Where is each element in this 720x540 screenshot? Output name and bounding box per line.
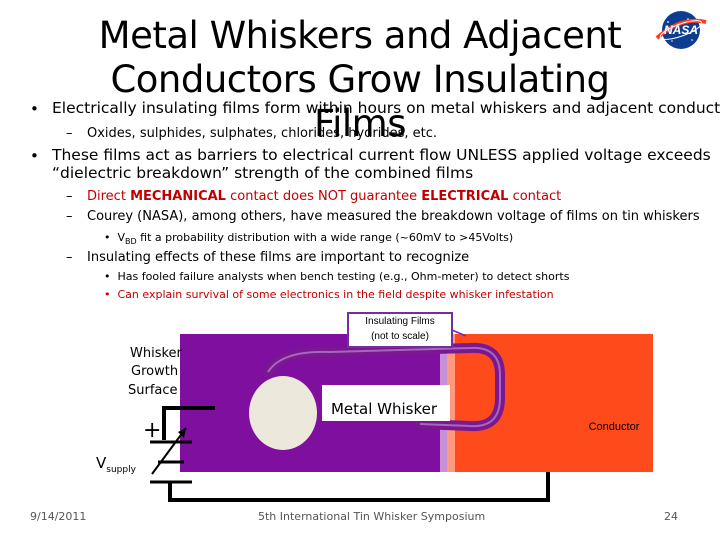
bullet-2-sub-1: Direct MECHANICAL contact does NOT guara…: [87, 189, 561, 205]
vbd-symbol: V: [117, 231, 126, 244]
electrical-emphasis: ELECTRICAL: [421, 189, 509, 204]
sub-1-text-a: Direct: [87, 189, 131, 204]
films-label-box: [347, 312, 453, 348]
growth-label-line-1: Whisker: [130, 346, 183, 361]
bullet-1: Electrically insulating films form withi…: [52, 99, 720, 117]
mechanical-emphasis: MECHANICAL: [130, 189, 226, 204]
bullet-marker: •: [104, 270, 111, 283]
bullet-marker: •: [30, 147, 39, 165]
vsupply-label: Vsupply: [96, 454, 137, 475]
bullet-marker: •: [104, 231, 111, 244]
footer-event: 5th International Tin Whisker Symposium: [258, 510, 486, 523]
wire-positive: [162, 406, 215, 440]
bullet-2-line-2: “dielectric breakdown” strength of the c…: [52, 164, 474, 182]
page-title: Metal Whiskers and Adjacent Conductors G…: [60, 14, 660, 146]
growth-label-line-3: Surface: [128, 383, 178, 398]
bullet-2-line-1: These films act as barriers to electrica…: [52, 146, 711, 164]
sub-1-text-c: contact: [508, 189, 562, 204]
conductor-block: [452, 334, 653, 472]
growth-label-line-2: Growth: [131, 364, 178, 379]
whisker-nodule: [249, 376, 317, 450]
variable-source-arrow: [151, 427, 187, 475]
wire-return: [168, 472, 550, 502]
bullet-marker: •: [104, 288, 111, 301]
footer-page-number: 24: [664, 510, 678, 523]
sub-3-item-1-text: Has fooled failure analysts when bench t…: [117, 270, 570, 283]
dash-marker: –: [66, 209, 73, 224]
bullet-1-sub-1: Oxides, sulphides, sulphates, chlorides,…: [87, 126, 438, 141]
whisker-label: Metal Whisker: [331, 400, 438, 418]
whisker-highlight: [267, 346, 501, 428]
dash-marker: –: [66, 250, 73, 265]
sub-3-item-2-text: Can explain survival of some electronics…: [117, 288, 554, 301]
bullet-2-sub-2-item-1: • VBD fit a probability distribution wit…: [104, 231, 513, 249]
films-callout-line: [451, 329, 467, 337]
whisker-label-box: [322, 385, 450, 421]
nasa-logo-text: NASA: [664, 23, 698, 37]
conductor-label: Conductor: [589, 421, 640, 433]
plus-sign: +: [143, 418, 161, 443]
dash-marker: –: [66, 126, 73, 141]
footer-date: 9/14/2011: [30, 510, 87, 523]
vbd-subscript: BD: [125, 237, 137, 247]
vbd-text: fit a probability distribution with a wi…: [136, 231, 514, 244]
title-line-1: Metal Whiskers and Adjacent: [98, 14, 622, 57]
films-label-line-1: Insulating Films: [365, 316, 434, 327]
title-line-2: Conductors Grow Insulating Films: [110, 58, 610, 145]
conductor-film: [446, 334, 455, 472]
films-label-line-2: (not to scale): [371, 331, 429, 342]
bullet-2-sub-3-item-1: • Has fooled failure analysts when bench…: [104, 270, 569, 284]
bullet-2-sub-2: Courey (NASA), among others, have measur…: [87, 209, 700, 224]
bullet-marker: •: [30, 100, 39, 118]
arrow-head: [178, 428, 186, 438]
nasa-logo: NASA: [655, 11, 707, 49]
bullet-2-sub-3: Insulating effects of these films are im…: [87, 250, 470, 265]
sub-1-text-b: contact does NOT guarantee: [225, 189, 422, 204]
dash-marker: –: [66, 189, 73, 204]
bullet-2-sub-3-item-2: • Can explain survival of some electroni…: [104, 288, 554, 302]
